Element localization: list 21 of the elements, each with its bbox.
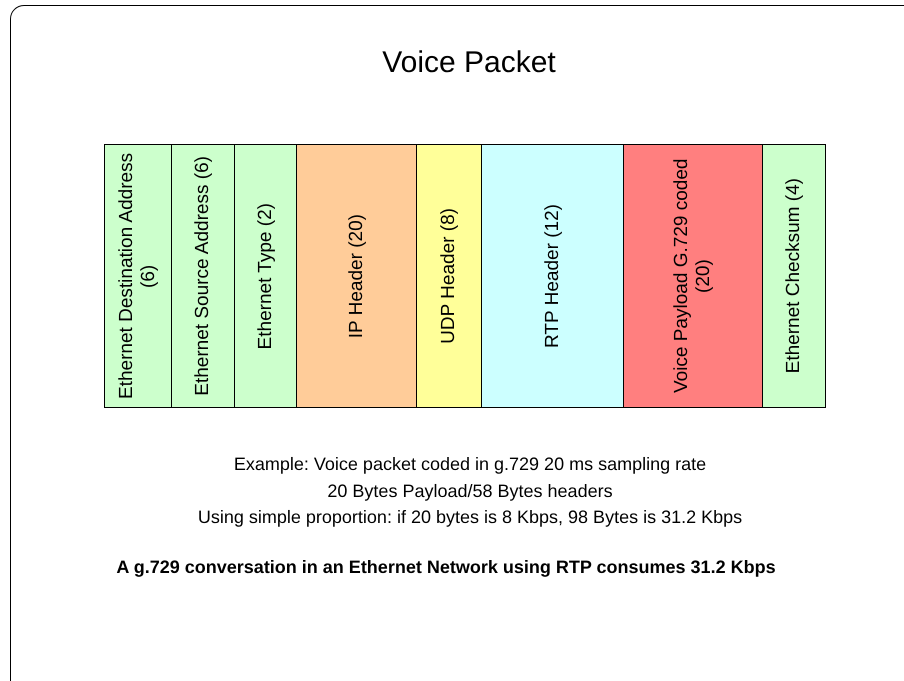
conclusion-text: A g.729 conversation in an Ethernet Network using RTP consumes 31.2 Kbps bbox=[115, 557, 777, 578]
field-label: RTP Header (12) bbox=[542, 204, 564, 348]
field-label: IP Header (20) bbox=[346, 214, 368, 338]
packet-field-box bbox=[762, 144, 826, 408]
note-text: Example: Voice packet coded in g.729 20 ms sampling rate bbox=[232, 454, 708, 475]
packet-field-box bbox=[296, 144, 417, 408]
packet-field-box bbox=[104, 144, 172, 408]
field-label: Ethernet Destination Address (6) bbox=[116, 152, 160, 401]
packet-field-box bbox=[416, 144, 482, 408]
field-label: Ethernet Checksum (4) bbox=[783, 178, 805, 374]
diagram-title: Voice Packet bbox=[381, 46, 557, 80]
packet-field-box bbox=[481, 144, 624, 408]
packet-field-box bbox=[171, 144, 235, 408]
note-text: Using simple proportion: if 20 bytes is 8 Kbps, 98 Bytes is 31.2 Kbps bbox=[196, 507, 744, 528]
field-label: Ethernet Source Address (6) bbox=[192, 156, 214, 396]
note-text: 20 Bytes Payload/58 Bytes headers bbox=[326, 481, 614, 502]
packet-field-box bbox=[234, 144, 297, 408]
field-label: Ethernet Type (2) bbox=[254, 202, 276, 350]
field-label: UDP Header (8) bbox=[438, 208, 460, 344]
packet-field-box bbox=[623, 144, 763, 408]
field-label: Voice Payload G.729 coded (20) bbox=[671, 158, 715, 396]
